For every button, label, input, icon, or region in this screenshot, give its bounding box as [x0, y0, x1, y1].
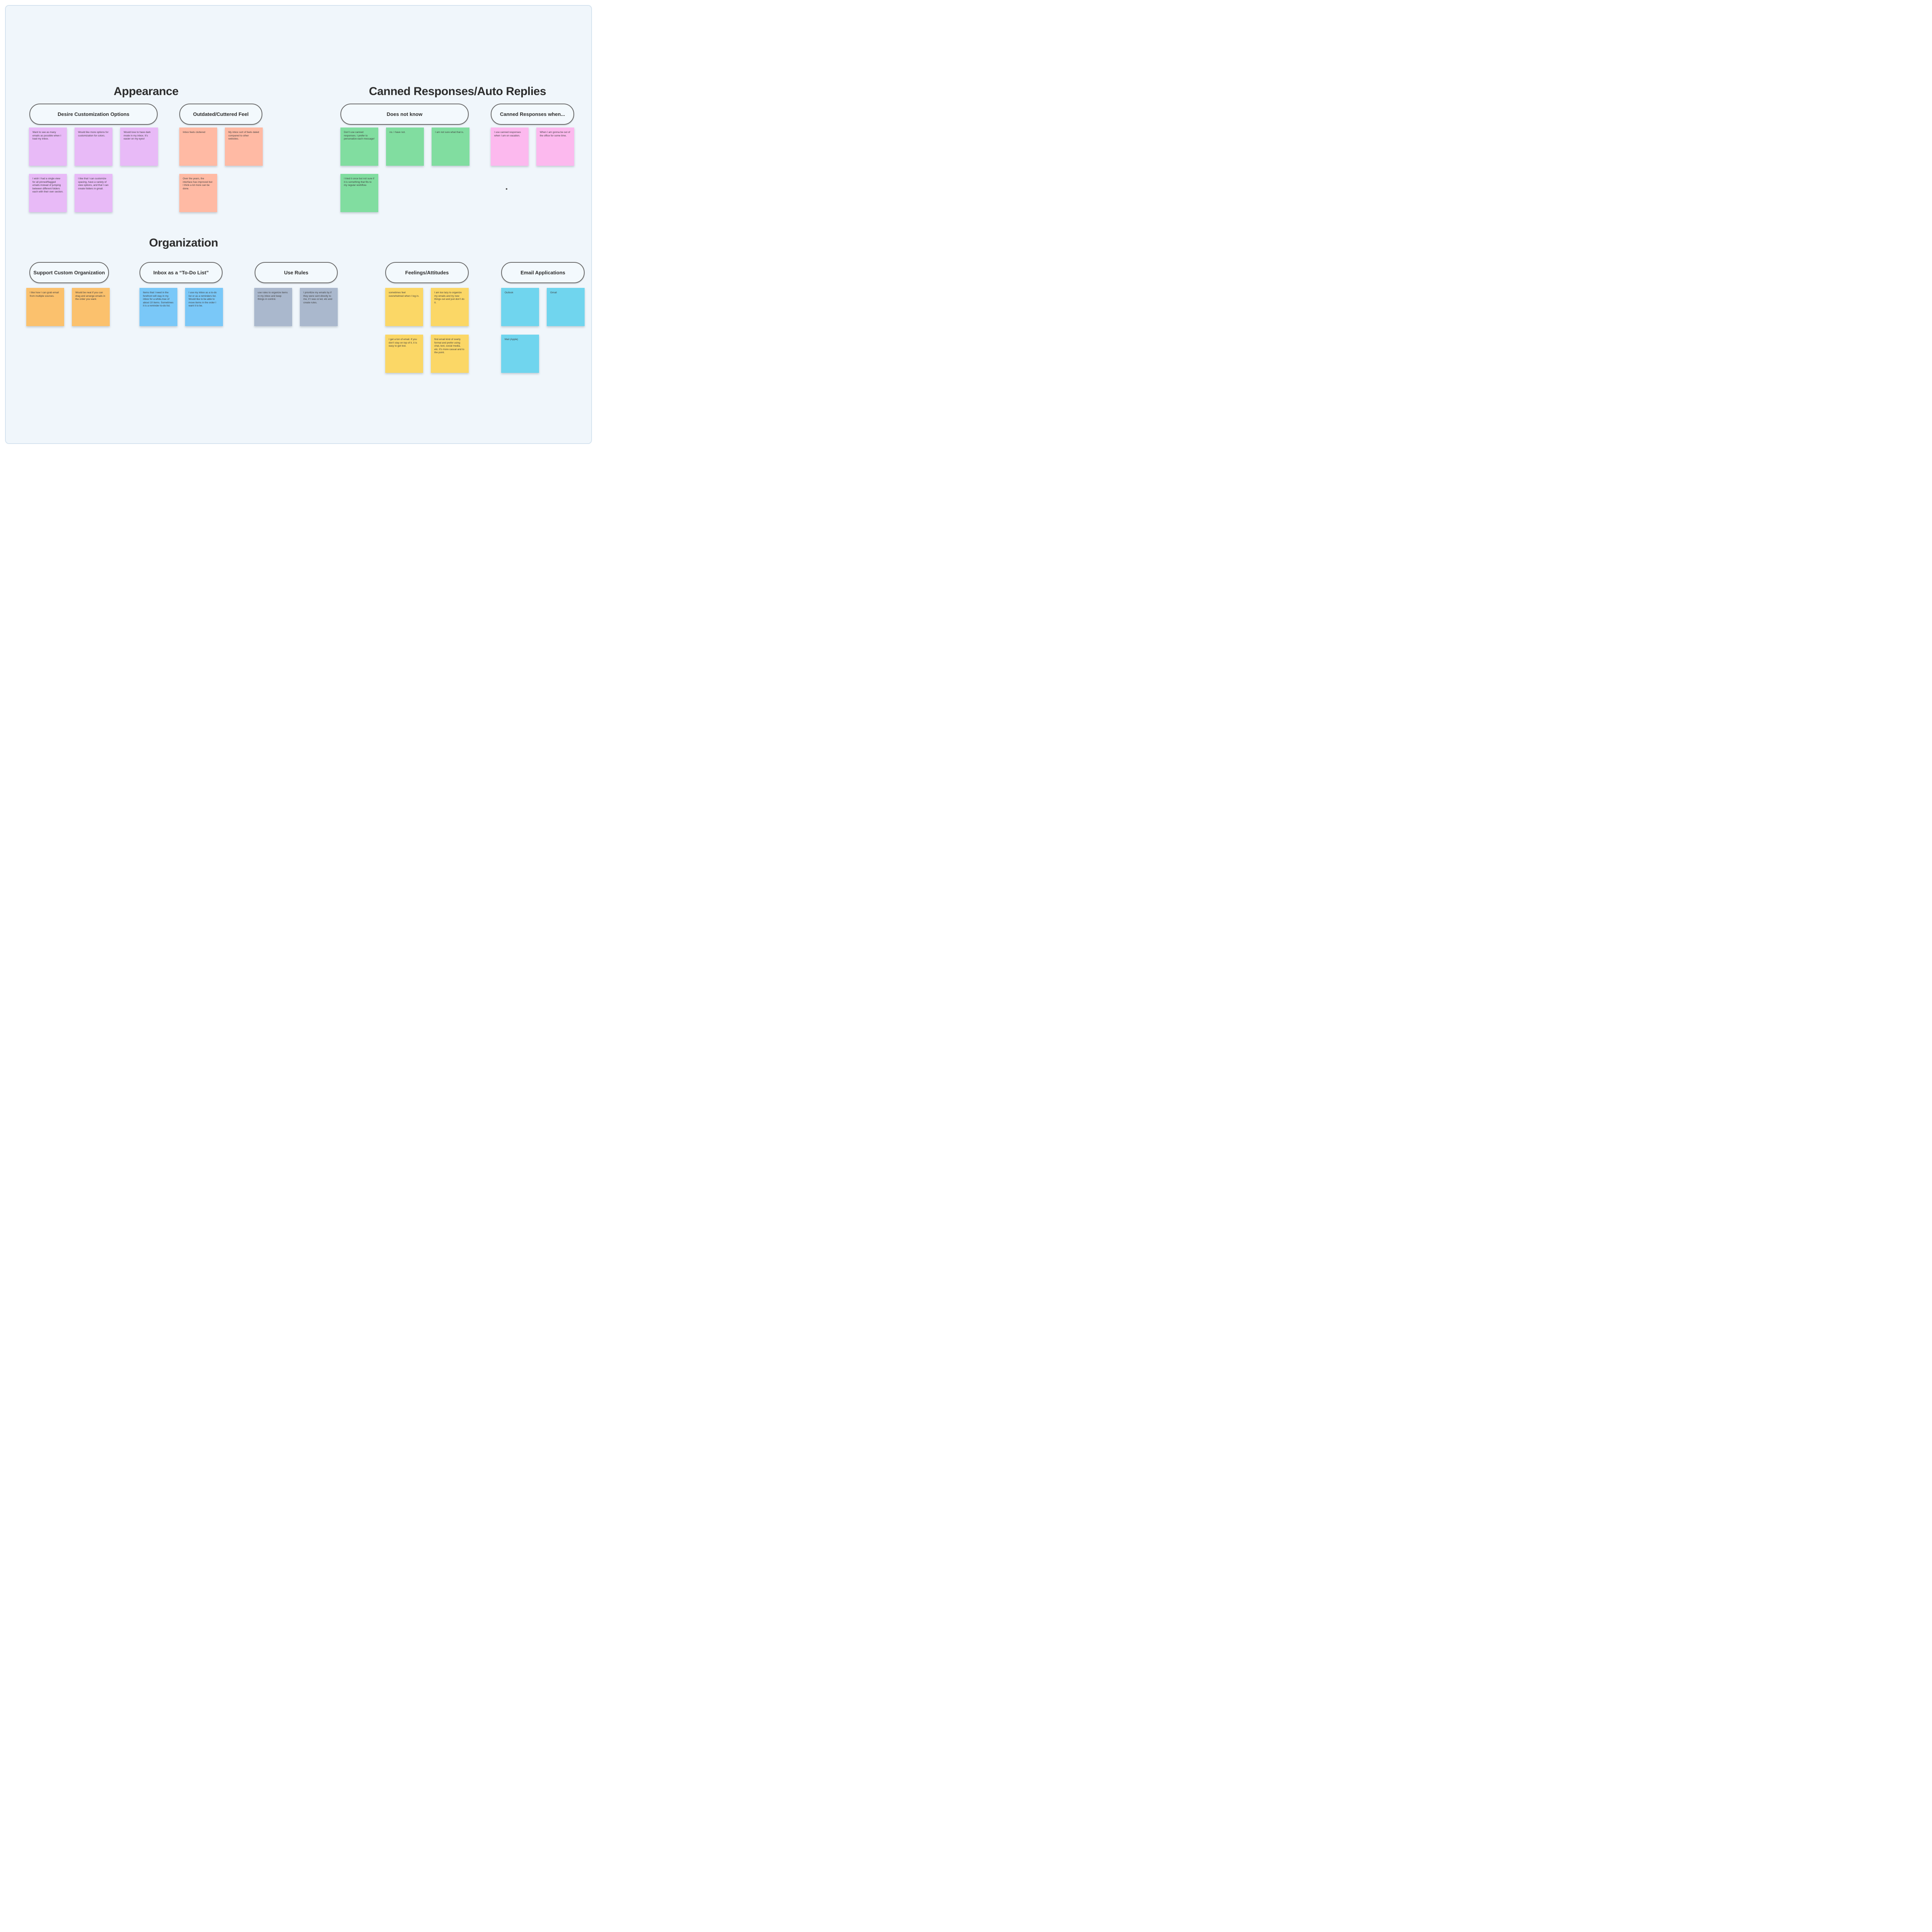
sticky-note[interactable]: Would be neat if you can drag and arrang… [72, 288, 110, 326]
group-pill-outdated-cuttered-feel[interactable]: Outdated/Cuttered Feel [179, 104, 262, 125]
sticky-note[interactable]: I am not sure what that is. [432, 128, 469, 166]
sticky-note[interactable]: Would like more options for customizatio… [75, 128, 112, 166]
section-title-canned-responses[interactable]: Canned Responses/Auto Replies [369, 85, 546, 98]
section-title-organization[interactable]: Organization [149, 236, 218, 249]
sticky-note[interactable]: When I am gonna be out of the office for… [536, 128, 574, 166]
sticky-note[interactable]: Mail (Apple) [501, 335, 539, 373]
group-pill-support-custom-organization[interactable]: Support Custom Organization [29, 262, 109, 283]
sticky-note[interactable]: I use canned responses when I am on vaca… [491, 128, 529, 166]
sticky-note[interactable]: Items that I need in the forefront will … [139, 288, 177, 326]
sticky-note[interactable]: sometimes feel overwhelmed when I log in… [385, 288, 423, 326]
sticky-note[interactable]: I get a ton of email. If you don’t stay … [385, 335, 423, 373]
sticky-note[interactable]: Gmail [547, 288, 585, 326]
group-pill-use-rules[interactable]: Use Rules [255, 262, 338, 283]
sticky-note[interactable]: I wish I had a single view for all pinne… [29, 174, 67, 212]
sticky-note[interactable]: I use my inbox as a to-do list or as a r… [185, 288, 223, 326]
group-pill-desire-customization-options[interactable]: Desire Customization Options [29, 104, 158, 125]
sticky-note[interactable]: find email kind of overly formal and pre… [431, 335, 469, 373]
sticky-note[interactable]: Inbox feels cluttered [179, 128, 217, 166]
sticky-note[interactable]: Over the years, the interface has improv… [179, 174, 217, 212]
sticky-note[interactable]: use rules to organize items in my inbox … [254, 288, 292, 326]
stray-dot-mark [506, 188, 507, 190]
whiteboard-canvas: Appearance Canned Responses/Auto Replies… [0, 0, 597, 449]
board-frame [5, 5, 592, 444]
group-pill-canned-responses-when[interactable]: Canned Responses when... [491, 104, 574, 125]
sticky-note[interactable]: I prioritize my emails by if they were s… [300, 288, 338, 326]
sticky-note[interactable]: I like how I can grab email from multipl… [26, 288, 64, 326]
sticky-note[interactable]: I am too lazy to organize my emails and … [431, 288, 469, 326]
sticky-note[interactable]: no. I have not. [386, 128, 424, 166]
group-pill-does-not-know[interactable]: Does not know [340, 104, 469, 125]
sticky-note[interactable]: I like that I can customize spacing, hav… [75, 174, 112, 212]
sticky-note[interactable]: Don’t use canned responses. I prefer to … [340, 128, 378, 166]
sticky-note[interactable]: Want to see as many emails as possible w… [29, 128, 67, 166]
group-pill-inbox-as-a-to-do-list[interactable]: Inbox as a “To-Do List” [139, 262, 223, 283]
sticky-note[interactable]: Outlook [501, 288, 539, 326]
group-pill-email-applications[interactable]: Email Applications [501, 262, 585, 283]
sticky-note[interactable]: My inbox sort of feels dated compared to… [225, 128, 263, 166]
sticky-note[interactable]: Would love to have dark mode in my inbox… [120, 128, 158, 166]
sticky-note[interactable]: I tried it once but not sure if it is so… [340, 174, 378, 212]
group-pill-feelings-attitudes[interactable]: Feelings/Attitudes [385, 262, 469, 283]
section-title-appearance[interactable]: Appearance [114, 85, 179, 98]
